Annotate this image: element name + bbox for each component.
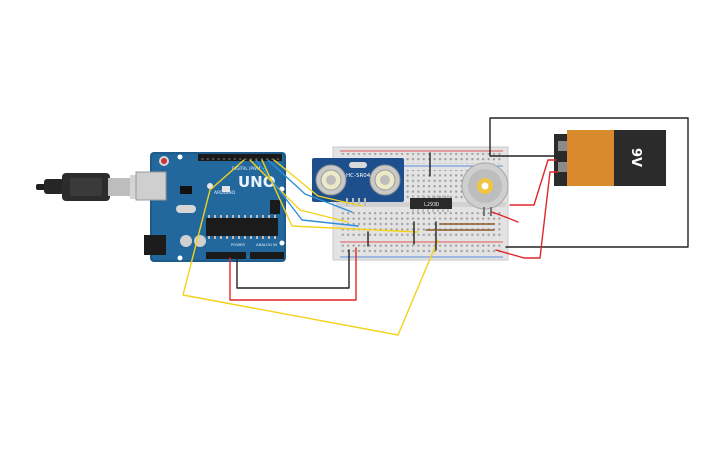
arduino-power-label: POWER (231, 242, 245, 247)
dc-motor-icon[interactable] (461, 162, 509, 216)
usb-cable[interactable] (36, 173, 140, 201)
arduino-digital-label: DIGITAL (PWM ~) (232, 166, 267, 171)
arduino-uno-board[interactable]: UNO ARDUINO DIGITAL (PWM ~) POWER ANALOG… (135, 152, 286, 262)
driver-chip-label: L293D (424, 202, 439, 208)
wire-red-motor[interactable] (491, 211, 519, 223)
wire-black-gnd[interactable] (236, 249, 350, 289)
wire-yellow-en[interactable] (273, 159, 363, 207)
wire-blue-in2[interactable] (267, 159, 353, 213)
wire-red-battery-a[interactable] (509, 159, 557, 206)
wire-red-5v[interactable] (229, 247, 357, 301)
wire-yellow-in1[interactable] (261, 159, 419, 233)
wire-yellow-long[interactable] (182, 159, 439, 336)
sensor-model-label: HC-SR04 (346, 173, 371, 179)
wire-red-battery-b[interactable] (495, 171, 559, 259)
motor-driver-chip[interactable]: L293D (410, 195, 452, 212)
wire-yellow-trig[interactable] (249, 159, 349, 223)
ultrasonic-sensor[interactable]: HC-SR04 (312, 158, 404, 206)
battery-9v[interactable]: 9V (554, 130, 666, 186)
arduino-brand-label: ARDUINO (214, 190, 236, 196)
arduino-model-label: UNO (238, 173, 276, 191)
arduino-analog-label: ANALOG IN (256, 242, 277, 247)
battery-label: 9V (628, 148, 643, 167)
wire-black-battery-loop[interactable] (489, 117, 689, 248)
